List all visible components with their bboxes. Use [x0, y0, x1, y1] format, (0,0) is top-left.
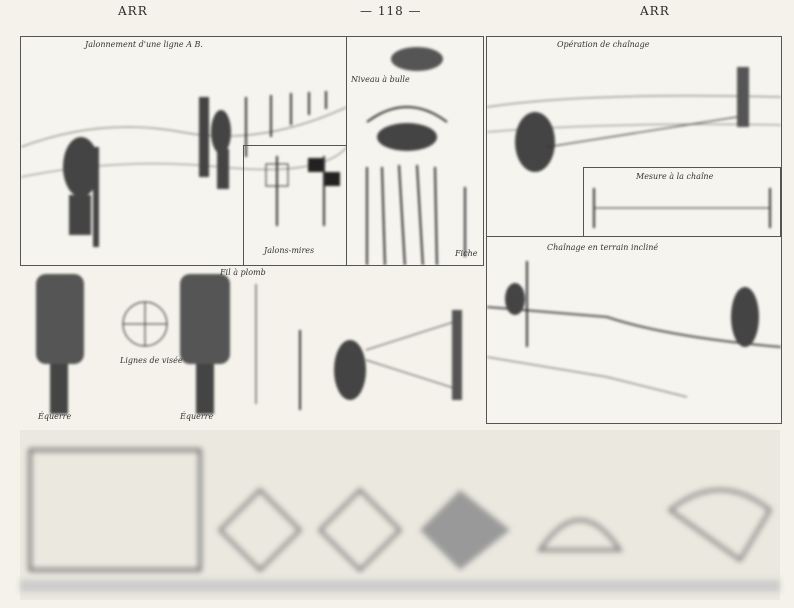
- instruments-drawing: [366, 47, 466, 265]
- caption-fil-a-plomb: Fil à plomb: [220, 268, 266, 277]
- header-left: ARR: [118, 4, 148, 18]
- panel-jalonnement: Jalonnement d'une ligne A B. Jalons: [20, 36, 348, 266]
- jalons-mires-drawing: [265, 156, 340, 226]
- caption-equerre-1: Équerre: [38, 412, 72, 421]
- caption-jalons: Jalons-mires: [264, 246, 315, 255]
- equerres-drawing: [36, 274, 257, 414]
- caption-fiche: Fiche: [455, 249, 478, 258]
- panel-chainage: Opération de chaînage Mesure à la chaîne: [486, 36, 782, 238]
- panel-terrain-incline: Chaînage en terrain incliné: [486, 236, 782, 424]
- panel-instruments: Niveau à bulle Fiche: [346, 36, 484, 266]
- caption-equerre-2: Équerre: [180, 412, 214, 421]
- caption-jalonnement: Jalonnement d'une ligne A B.: [85, 40, 203, 49]
- caption-terrain-incline: Chaînage en terrain incliné: [547, 243, 659, 252]
- chainage-drawing: [487, 67, 781, 172]
- header-right: ARR: [640, 4, 670, 18]
- caption-lignes-visee: Lignes de visée: [120, 356, 183, 365]
- jalons-mires-inset: Jalons-mires: [243, 145, 347, 265]
- mesure-drawing: [593, 188, 771, 228]
- caption-chainage: Opération de chaînage: [557, 40, 650, 49]
- mesure-inset: Mesure à la chaîne: [583, 167, 781, 237]
- panel-visee: [270, 290, 482, 430]
- caption-niveau: Niveau à bulle: [351, 75, 410, 84]
- bottom-figures: [20, 430, 780, 600]
- page-number: — 118 —: [360, 4, 422, 18]
- terrain-drawing: [487, 261, 781, 398]
- surveyor-illustration: [21, 91, 347, 247]
- visee-drawing: [299, 310, 462, 410]
- panel-equerres: Équerre Lignes de visée Équerre Fil à pl…: [20, 264, 266, 424]
- bottom-figures-drawing: [20, 448, 780, 592]
- caption-mesure: Mesure à la chaîne: [636, 172, 714, 181]
